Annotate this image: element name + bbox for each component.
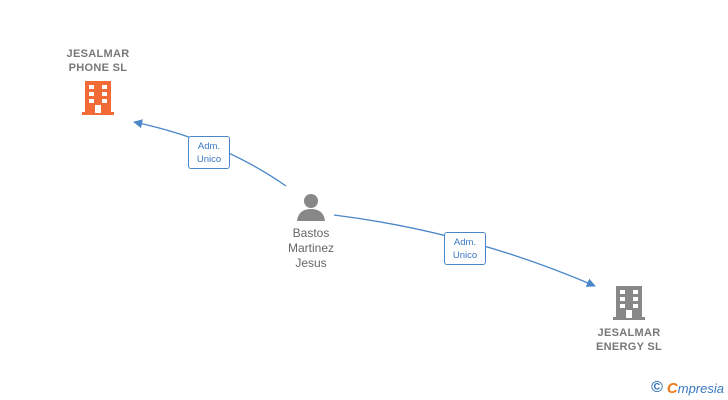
person-node[interactable]: Bastos Martinez Jesus: [269, 192, 353, 271]
brand-rest: mpresia: [677, 380, 724, 396]
company-name-phone: JESALMAR PHONE SL: [66, 48, 130, 74]
company-node-phone[interactable]: JESALMAR PHONE SL: [48, 47, 148, 117]
person-icon: [297, 194, 325, 221]
empresia-watermark: © Cmpresia: [651, 379, 724, 397]
building-icon: [82, 81, 114, 115]
person-name: Bastos Martinez Jesus: [287, 226, 334, 270]
edge-label-energy-role[interactable]: Adm. Unico: [444, 232, 486, 265]
company-node-energy[interactable]: JESALMAR ENERGY SL: [579, 284, 679, 354]
edge-label-phone-role[interactable]: Adm. Unico: [188, 136, 230, 169]
copyright-icon: ©: [651, 379, 663, 396]
brand-name: Cmpresia: [667, 380, 724, 397]
building-icon: [613, 286, 645, 320]
brand-initial: C: [666, 379, 678, 397]
company-name-energy: JESALMAR ENERGY SL: [595, 327, 663, 353]
